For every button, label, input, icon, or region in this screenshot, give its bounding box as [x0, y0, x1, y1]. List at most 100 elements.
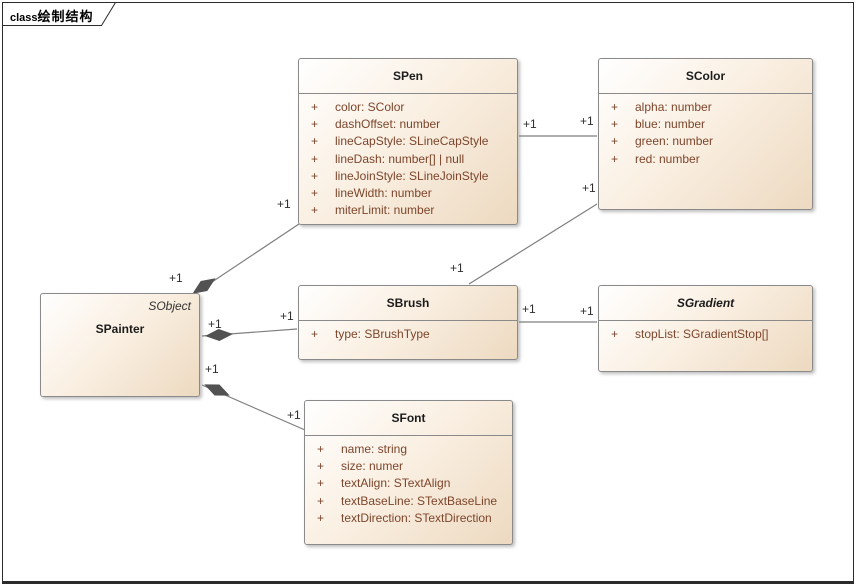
visibility-symbol: +: [611, 116, 619, 131]
attribute-row: + textAlign: STextAlign: [305, 475, 512, 492]
attribute-text: lineJoinStyle: SLineJoinStyle: [335, 168, 489, 183]
multiplicity-label: +1: [208, 317, 222, 331]
attributes-compartment: + alpha: number + blue: number + green: numbe…: [599, 94, 812, 167]
class-box-scolor[interactable]: SColor + alpha: number + blue: number + green:…: [598, 58, 813, 210]
attribute-text: type: SBrushType: [335, 326, 430, 341]
frame-title-text: 绘制结构: [37, 9, 94, 24]
attributes-compartment: +name: string+size: numer+textAlign: STe…: [305, 436, 512, 526]
multiplicity-label: +1: [169, 271, 183, 285]
attribute-text: textAlign: STextAlign: [341, 476, 451, 491]
visibility-symbol: +: [311, 134, 319, 149]
composition-diamond-icon: [205, 329, 233, 341]
visibility-symbol: +: [311, 116, 319, 131]
visibility-symbol: +: [317, 510, 325, 525]
attribute-text: lineDash: number[] | null: [335, 151, 465, 166]
attribute-text: miterLimit: number: [335, 203, 435, 218]
attribute-row: + type: SBrushType: [299, 325, 517, 342]
visibility-symbol: +: [311, 203, 319, 218]
attribute-row: + alpha: number: [599, 98, 812, 115]
visibility-symbol: +: [611, 326, 619, 341]
class-header: SFont: [305, 401, 512, 436]
visibility-symbol: +: [311, 99, 319, 114]
attribute-row: + lineWidth: number: [299, 184, 517, 201]
attribute-row: + red: number: [599, 150, 812, 167]
multiplicity-label: +1: [280, 309, 294, 323]
visibility-symbol: +: [317, 476, 325, 491]
visibility-symbol: +: [311, 186, 319, 201]
visibility-symbol: +: [611, 99, 619, 114]
attributes-compartment: + color: SColor + dashOffset: number + lineCa…: [299, 94, 517, 219]
attribute-row: + lineDash: number[] | null: [299, 150, 517, 167]
class-box-sbrush[interactable]: SBrush + type: SBrushType: [298, 285, 518, 360]
class-name: SPainter: [95, 322, 145, 336]
attribute-row: + size: numer: [305, 457, 512, 474]
attribute-text: red: number: [635, 151, 700, 166]
attribute-row: + miterLimit: number: [299, 202, 517, 219]
class-name: SBrush: [386, 296, 430, 310]
visibility-symbol: +: [311, 151, 319, 166]
class-box-sgradient[interactable]: SGradient + stopList: SGradientStop[]: [598, 285, 813, 372]
multiplicity-label: +1: [450, 261, 464, 275]
visibility-symbol: +: [317, 441, 325, 456]
attribute-row: +name: string: [305, 440, 512, 457]
multiplicity-label: +1: [582, 181, 596, 195]
multiplicity-label: +1: [277, 197, 291, 211]
class-name: SGradient: [676, 296, 735, 310]
attribute-row: + lineJoinStyle: SLineJoinStyle: [299, 167, 517, 184]
attribute-text: lineWidth: number: [335, 186, 432, 201]
visibility-symbol: +: [317, 458, 325, 473]
attributes-compartment: + type: SBrushType: [299, 321, 517, 342]
frame-keyword: class: [10, 12, 38, 24]
class-header: SGradient: [599, 286, 812, 321]
class-name: SFont: [391, 411, 426, 425]
attribute-text: dashOffset: number: [335, 116, 441, 131]
visibility-symbol: +: [611, 151, 619, 166]
class-box-spen[interactable]: SPen + color: SColor + dashOffset: number + li…: [298, 58, 518, 225]
multiplicity-label: +1: [580, 304, 594, 318]
attribute-row: + blue: number: [599, 115, 812, 132]
composition-diamond-icon: [204, 384, 230, 396]
composition-diamond-icon: [192, 278, 216, 294]
corner-type-label: SObject: [148, 299, 191, 313]
attribute-text: textDirection: STextDirection: [341, 510, 492, 525]
class-header: SBrush: [299, 286, 517, 321]
relation-spainter-spen[interactable]: [199, 223, 300, 291]
class-name: SColor: [685, 69, 726, 83]
multiplicity-label: +1: [287, 408, 301, 422]
multiplicity-label: +1: [522, 302, 536, 316]
attribute-text: size: numer: [341, 458, 404, 473]
visibility-symbol: +: [611, 134, 619, 149]
attribute-row: + color: SColor: [299, 98, 517, 115]
attributes-compartment: + stopList: SGradientStop[]: [599, 321, 812, 342]
attribute-text: lineCapStyle: SLineCapStyle: [335, 134, 489, 149]
class-header: SColor: [599, 59, 812, 94]
frame-title-tab: [2, 2, 117, 26]
attribute-row: + textBaseLine: STextBaseLine: [305, 492, 512, 509]
attribute-text: color: SColor: [335, 99, 405, 114]
attribute-row: + green: number: [599, 133, 812, 150]
attribute-row: + textDirection: STextDirection: [305, 509, 512, 526]
multiplicity-label: +1: [205, 362, 219, 376]
attribute-text: blue: number: [635, 116, 706, 131]
class-header: SPen: [299, 59, 517, 94]
attribute-text: alpha: number: [635, 99, 712, 114]
class-box-sfont[interactable]: SFont+name: string+size: numer+textAlign…: [304, 400, 513, 545]
attribute-text: textBaseLine: STextBaseLine: [341, 493, 498, 508]
relation-sbrush-scolor[interactable]: [468, 203, 598, 285]
class-name: SPen: [392, 69, 423, 83]
multiplicity-label: +1: [523, 117, 537, 131]
visibility-symbol: +: [311, 168, 319, 183]
attribute-row: + dashOffset: number: [299, 115, 517, 132]
attribute-text: stopList: SGradientStop[]: [635, 326, 769, 341]
multiplicity-label: +1: [580, 114, 594, 128]
attribute-text: green: number: [635, 134, 714, 149]
visibility-symbol: +: [317, 493, 325, 508]
visibility-symbol: +: [311, 326, 319, 341]
